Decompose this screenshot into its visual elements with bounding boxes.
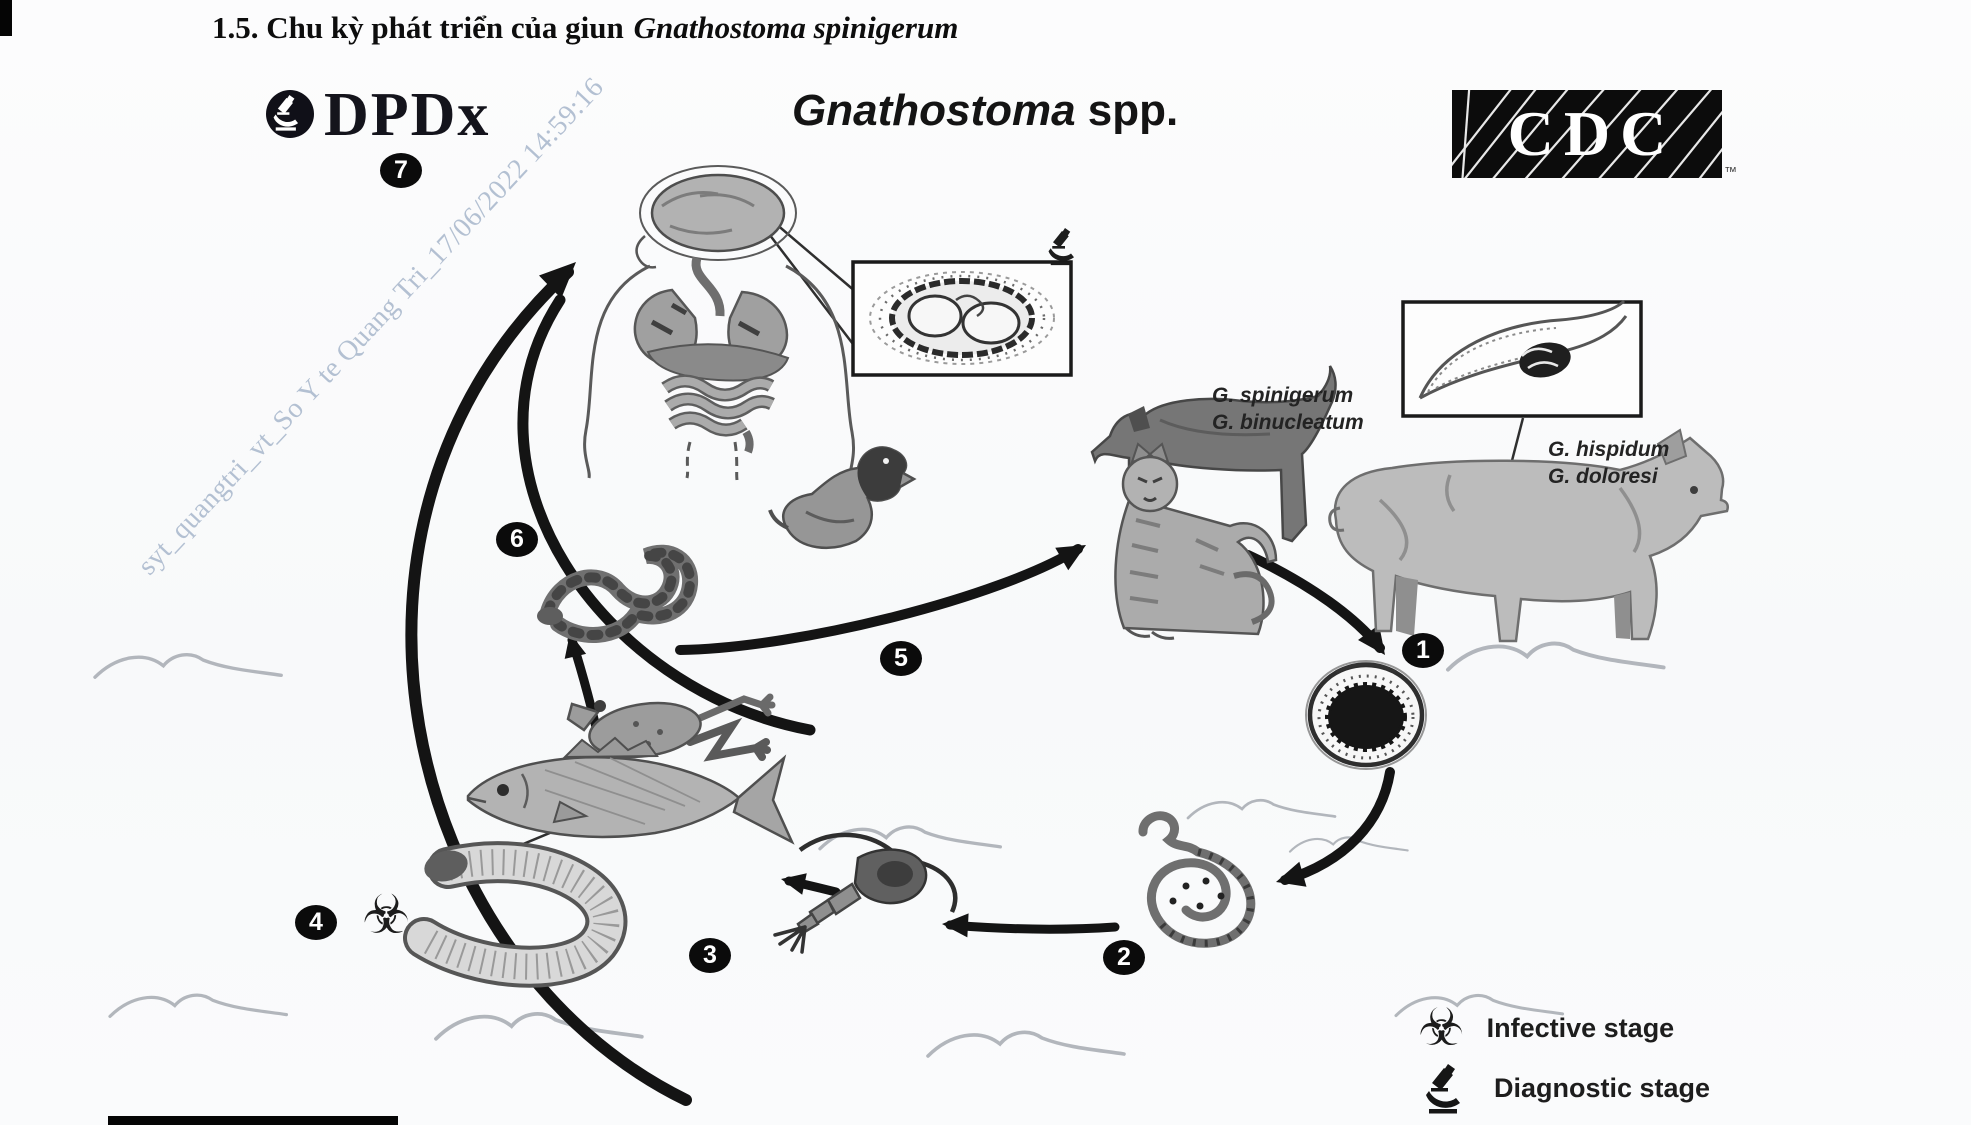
biopsy-inset-box (851, 260, 1073, 377)
egg-figure (1305, 660, 1427, 770)
stage-badge-4: 4 (295, 905, 337, 940)
carnivore-species-line1: G. spinigerum (1212, 384, 1354, 407)
scan-edge-marks (0, 0, 398, 1125)
dpdx-logo: DPDx (262, 84, 490, 146)
legend-infective-label: Infective stage (1486, 1012, 1675, 1043)
cat-figure (1114, 442, 1278, 640)
fish-figure (466, 736, 795, 845)
snake-figure (537, 544, 699, 643)
diagram-heading: Gnathostoma spp. (792, 86, 1178, 136)
legend-diagnostic-label: Diagnostic stage (1494, 1072, 1711, 1103)
dpdx-logo-text: DPDx (324, 81, 491, 149)
diagram-heading-genus: Gnathostoma (792, 86, 1076, 135)
life-cycle-arrows (405, 262, 1395, 1106)
dpdx-logo-icon (266, 90, 314, 138)
biohazard-icon: ☣ (1418, 998, 1465, 1058)
stage-badge-7: 7 (380, 153, 422, 188)
biohazard-icon: ☣ (362, 883, 411, 946)
cdc-logo-text: CDC (1507, 98, 1677, 169)
carnivore-species-label: G. spinigerum G. binucleatum (1212, 382, 1364, 437)
cdc-logo: CDC (1452, 90, 1722, 178)
human-host-figure (583, 165, 856, 481)
pig-figure (1328, 428, 1729, 643)
stage-badge-1: 1 (1402, 633, 1444, 668)
pig-species-line2: G. doloresi (1548, 465, 1658, 489)
stage-badge-5: 5 (880, 641, 922, 676)
pig-species-label: G. hispidum G. doloresi (1548, 436, 1669, 491)
larva-l1-figure (1138, 811, 1256, 948)
stage-badge-6: 6 (496, 522, 538, 557)
legend-infective-row: ☣ Infective stage (1418, 1002, 1674, 1054)
cdc-trademark: ™ (1724, 164, 1737, 179)
pig-species-line1: G. hispidum (1548, 438, 1670, 461)
duck-figure (768, 446, 917, 550)
cdc-logo-rays (1452, 90, 1722, 178)
microscope-icon (1048, 228, 1074, 266)
stage-badge-3: 3 (689, 938, 731, 973)
stage-badge-2: 2 (1103, 940, 1145, 975)
microscope-icon (1426, 1064, 1460, 1114)
section-title-species: Gnathostoma spinigerum (633, 10, 959, 45)
legend-diagnostic-row: Diagnostic stage (1418, 1060, 1710, 1116)
larva-l3-figure (403, 841, 628, 988)
section-title-text: 1.5. Chu kỳ phát triển của giun (212, 10, 624, 45)
carnivore-species-line2: G. binucleatum (1212, 411, 1364, 435)
section-title: 1.5. Chu kỳ phát triển của giun Gnathosto… (212, 10, 958, 46)
worm-inset-box (1401, 299, 1643, 418)
diagram-heading-suffix: spp. (1075, 86, 1179, 135)
copepod-figure (773, 832, 958, 954)
